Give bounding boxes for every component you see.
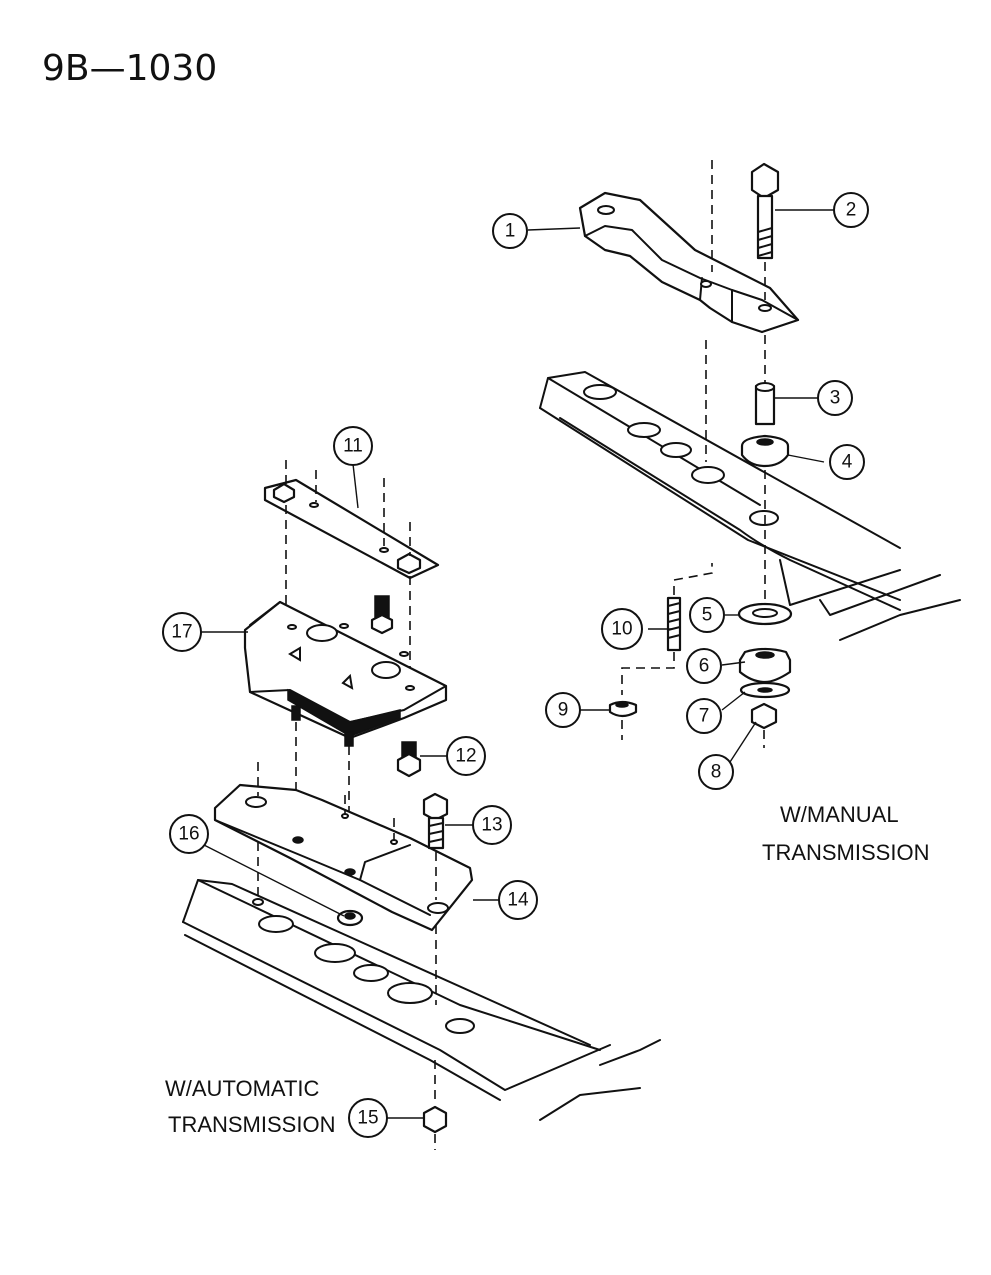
callout-14: 14 <box>498 880 538 920</box>
automatic-transmission-label-line1: W/AUTOMATIC <box>165 1076 320 1101</box>
svg-text:2: 2 <box>846 200 857 221</box>
stud-10 <box>666 596 682 652</box>
svg-text:11: 11 <box>343 436 363 457</box>
crossmember-left <box>182 879 661 1121</box>
transmission-bracket <box>578 191 800 334</box>
callout-11: 11 <box>333 426 373 466</box>
svg-text:7: 7 <box>699 706 710 727</box>
callout-3: 3 <box>817 380 853 416</box>
callout-1: 1 <box>492 213 528 249</box>
svg-text:17: 17 <box>171 622 192 643</box>
callout-16: 16 <box>169 814 209 854</box>
callout-12: 12 <box>446 736 486 776</box>
cushion-6 <box>738 647 792 684</box>
nut-9 <box>608 700 638 718</box>
svg-text:5: 5 <box>702 605 713 626</box>
svg-text:1: 1 <box>505 221 516 242</box>
callout-9: 9 <box>545 692 581 728</box>
callout-6: 6 <box>686 648 722 684</box>
svg-text:12: 12 <box>455 746 476 767</box>
nut-16 <box>336 909 364 927</box>
mount-17 <box>243 600 448 747</box>
stud-12 <box>396 741 422 778</box>
leader-lines <box>200 209 834 1119</box>
svg-text:13: 13 <box>481 815 502 836</box>
cushion-4 <box>740 434 790 468</box>
callout-8: 8 <box>698 754 734 790</box>
nut-15 <box>422 1105 448 1134</box>
svg-text:10: 10 <box>611 619 632 640</box>
svg-text:15: 15 <box>357 1108 378 1129</box>
callout-17: 17 <box>162 612 202 652</box>
page-title: 9B—1030 <box>42 48 217 89</box>
bolt-13 <box>422 792 449 850</box>
svg-text:9: 9 <box>558 700 569 721</box>
plate-11 <box>263 478 440 580</box>
svg-text:4: 4 <box>842 452 853 473</box>
sleeve-3 <box>754 382 776 426</box>
callout-10: 10 <box>601 608 643 650</box>
callout-4: 4 <box>829 444 865 480</box>
callout-5: 5 <box>689 597 725 633</box>
svg-text:14: 14 <box>507 890 529 911</box>
callout-15: 15 <box>348 1098 388 1138</box>
manual-transmission-label-line2: TRANSMISSION <box>762 840 929 865</box>
svg-text:8: 8 <box>711 762 722 783</box>
bolt-2 <box>750 162 780 260</box>
plate-14 <box>213 783 474 932</box>
crossmember-right <box>539 371 961 641</box>
manual-transmission-label-line1: W/MANUAL <box>780 802 899 827</box>
nut-8 <box>750 702 778 730</box>
bolt-upper <box>370 595 394 635</box>
callout-13: 13 <box>472 805 512 845</box>
automatic-transmission-assembly: W/AUTOMATIC TRANSMISSION <box>165 460 661 1150</box>
svg-text:16: 16 <box>178 824 199 845</box>
automatic-transmission-label-line2: TRANSMISSION <box>168 1112 335 1137</box>
svg-text:3: 3 <box>830 388 841 409</box>
manual-transmission-assembly: W/MANUAL TRANSMISSION <box>539 160 961 865</box>
svg-text:6: 6 <box>699 656 710 677</box>
callout-2: 2 <box>833 192 869 228</box>
callout-7: 7 <box>686 698 722 734</box>
